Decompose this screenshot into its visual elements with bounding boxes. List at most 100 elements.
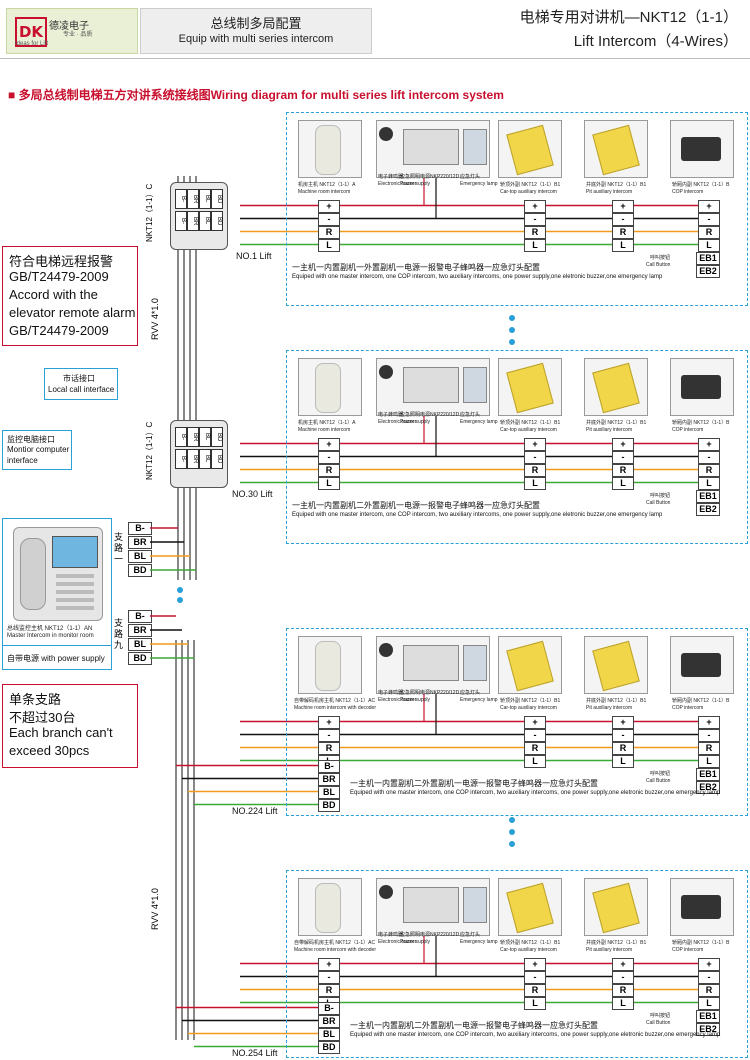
terminal-pin-r: R <box>524 742 546 755</box>
terminal-pin-minus: - <box>612 729 634 742</box>
lamp-label-en: Emergency lamp <box>460 181 498 187</box>
call-button-label-cn: 呼叫按钮 <box>650 771 671 777</box>
lift-caption-cn: 一主机一内置副机二外置副机一电源一报警电子蜂鸣器一应急灯头配置 <box>292 501 540 510</box>
standard-note-line: GB/T24479-2009 <box>9 323 109 338</box>
emergency-lamp-icon <box>463 129 487 165</box>
terminal-pin-r: R <box>318 464 340 477</box>
terminal-pin-r: R <box>698 464 720 477</box>
junction-pin: BD <box>211 449 223 469</box>
cartop-label-cn: 轿顶外副 NKT12（1-1）B1 <box>500 698 561 704</box>
pit-label-cn: 井底外副 NKT12（1-1）B1 <box>586 420 647 426</box>
terminal-pin-plus: + <box>524 438 546 451</box>
pit-label-cn: 井底外副 NKT12（1-1）B1 <box>586 940 647 946</box>
monitor-cn: 监控电脑接口 <box>7 435 55 444</box>
buzzer-label-cn: 电子蜂鸣器 <box>378 690 404 696</box>
power-supply-image <box>376 878 490 936</box>
cartop-intercom-image <box>498 358 562 416</box>
pit-intercom-image <box>584 358 648 416</box>
junction-pin: BR <box>187 189 199 209</box>
lift-bus-pin: BR <box>318 773 340 786</box>
lift-name: NO.1 Lift <box>236 251 272 261</box>
ellipsis-dot <box>509 841 515 847</box>
power-supply-icon <box>403 645 459 681</box>
junction-box-label: NKT12（1-1）C <box>145 183 154 242</box>
emergency-lamp-icon <box>463 887 487 923</box>
auxiliary-intercom-icon <box>506 124 554 176</box>
terminal-pin-r: R <box>524 226 546 239</box>
buzzer-icon <box>379 127 393 141</box>
terminal-pin-r: R <box>698 984 720 997</box>
cop-intercom-image <box>670 878 734 936</box>
cop-label-cn: 轿厢内副 NKT12（1-1）B <box>672 698 730 704</box>
lift-section <box>286 112 748 306</box>
pit-intercom-image <box>584 120 648 178</box>
junction-pin: BL <box>199 449 211 469</box>
lamp-label-en: Emergency lamp <box>460 939 498 945</box>
emergency-lamp-icon <box>463 645 487 681</box>
cop-intercom-image <box>670 358 734 416</box>
branch-note-line: 不超过30台 <box>9 710 76 725</box>
auxiliary-intercom-icon <box>592 640 640 692</box>
terminal-pin-plus: + <box>612 716 634 729</box>
bus-pin-br: BR <box>128 536 152 549</box>
handset-icon <box>315 125 341 175</box>
branch-note-box: 单条支路 不超过30台 Each branch can't exceed 30p… <box>2 684 138 768</box>
pit-label-en: Pit auxiliary intercom <box>586 705 633 711</box>
power-supply-icon <box>403 887 459 923</box>
machine-label-cn: 机房主机 NKT12（1-1）A <box>298 420 356 426</box>
terminal-pin-plus: + <box>318 200 340 213</box>
power-supply-icon <box>403 129 459 165</box>
buzzer-label-cn: 电子蜂鸣器 <box>378 932 404 938</box>
buzzer-label-cn: 电子蜂鸣器 <box>378 174 404 180</box>
ellipsis-dot <box>509 315 515 321</box>
auxiliary-intercom-icon <box>592 882 640 934</box>
terminal-pin-minus: - <box>318 451 340 464</box>
cartop-label-en: Car-top auxiliary intercom <box>500 427 557 433</box>
product-subtitle: Lift Intercom（4-Wires） <box>573 33 738 50</box>
diagram-title: ■ 多局总线制电梯五方对讲系统接线图Wiring diagram for mul… <box>8 88 504 102</box>
lift-name: NO.254 Lift <box>232 1048 278 1058</box>
auxiliary-intercom-icon <box>592 362 640 414</box>
auxiliary-intercom-icon <box>506 882 554 934</box>
local-call-box: 市话接口 Local call interface <box>44 368 118 400</box>
lamp-label-en: Emergency lamp <box>460 697 498 703</box>
lift-caption-en: Equiped with one master intercom, one CO… <box>350 790 721 796</box>
terminal-pin-plus: + <box>318 438 340 451</box>
terminal-pin-minus: - <box>524 451 546 464</box>
monitor-interface-box: 监控电脑接口 Montior computer interface <box>2 430 72 470</box>
standard-note-line: Accord with the <box>9 287 98 302</box>
call-button-label-en: Call Button <box>646 500 671 506</box>
junction-pin: BR <box>187 449 199 469</box>
lift-bus-pin: B- <box>318 760 340 773</box>
master-cn: 总线监控主机 NKT12（1-1）AN <box>7 626 93 632</box>
lift-bus-pin: BL <box>318 1028 340 1041</box>
junction-pin: BL <box>199 211 211 231</box>
lamp-label-cn: 应急灯头 <box>460 174 481 180</box>
terminal-pin-plus: + <box>612 438 634 451</box>
call-button-label-en: Call Button <box>646 778 671 784</box>
terminal-pin-minus: - <box>698 729 720 742</box>
lift-bus-pin: B- <box>318 1002 340 1015</box>
emergency-label-en: Power supply <box>400 697 431 703</box>
junction-pin: BR <box>187 211 199 231</box>
terminal-pin-l: L <box>698 239 720 252</box>
emergency-label-en: Power supply <box>400 181 431 187</box>
pit-intercom-image <box>584 878 648 936</box>
terminal-pin-r: R <box>612 984 634 997</box>
terminal-pin-minus: - <box>612 971 634 984</box>
cop-label-en: COP intercom <box>672 705 704 711</box>
call-button-eb1: EB1 <box>696 490 720 503</box>
emergency-label-cn: 应急照明电源NKP220/12D <box>400 932 460 938</box>
junction-pin: BD <box>211 427 223 447</box>
cop-label-en: COP intercom <box>672 427 704 433</box>
terminal-pin-r: R <box>698 742 720 755</box>
master-en: Master Intercom in monitor room <box>7 633 94 639</box>
terminal-pin-r: R <box>318 226 340 239</box>
header-divider <box>0 58 750 59</box>
lift-caption-en: Equiped with one master intercom, one CO… <box>350 1032 721 1038</box>
lift-bus-pin: BD <box>318 799 340 812</box>
junction-pin: BD <box>211 189 223 209</box>
monitor-en-2: interface <box>7 456 38 465</box>
junction-pin: B- <box>175 189 187 209</box>
ellipsis-dot <box>509 327 515 333</box>
